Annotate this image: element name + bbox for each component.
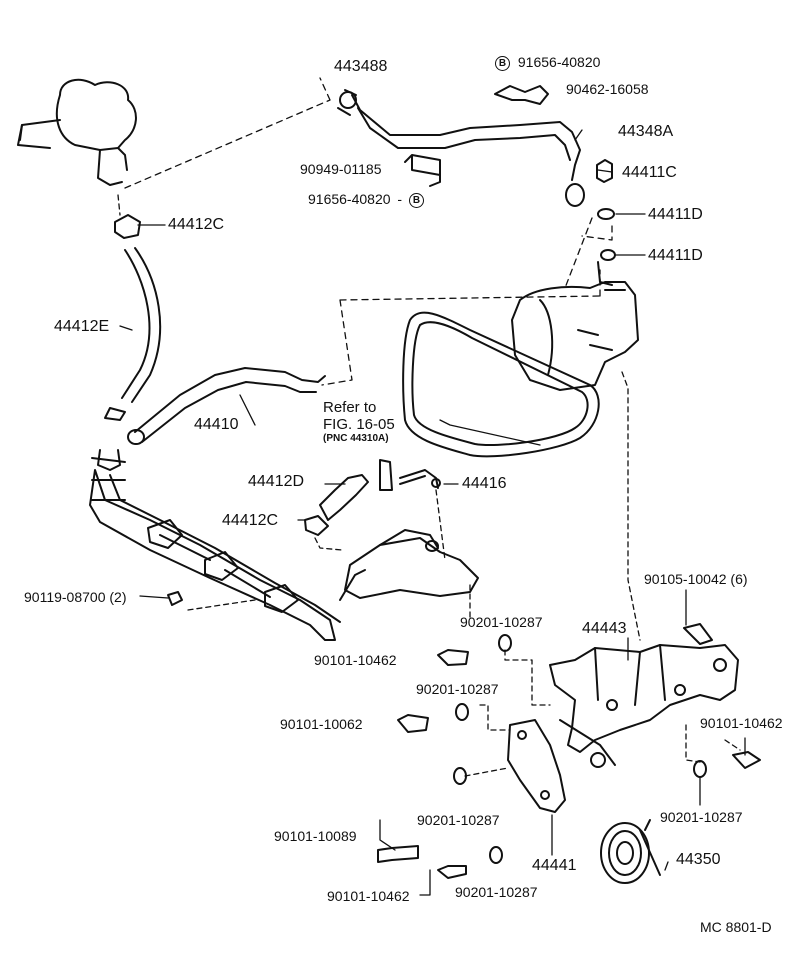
label-90119: 90119-08700 (2)	[24, 589, 127, 605]
ref-note-line2: FIG. 16-05	[323, 416, 395, 433]
label-44412E: 44412E	[54, 318, 110, 335]
label-44443: 44443	[582, 620, 627, 637]
label-90101-10462-a: 90101-10462	[314, 652, 397, 668]
ref-note-line1: Refer to	[323, 399, 377, 416]
leader-lines	[119, 129, 746, 896]
label-44411D-1: 44411D	[648, 206, 703, 223]
label-91656-mid-text: 91656-40820	[308, 191, 391, 207]
hose-clip	[494, 85, 549, 105]
label-90201-e: 90201-10287	[455, 884, 538, 900]
pressure-line	[89, 367, 341, 641]
label-90101-10089: 90101-10089	[274, 828, 357, 844]
bolt-90119	[167, 591, 183, 606]
label-44411D-2: 44411D	[648, 247, 703, 264]
label-90462: 90462-16058	[566, 81, 649, 97]
return-hose	[337, 89, 585, 207]
small-hoses	[304, 459, 446, 561]
ref-line-gear	[187, 584, 471, 621]
adjusting-bracket	[507, 719, 566, 813]
label-44350: 44350	[676, 851, 721, 868]
label-90949: 90949-01185	[300, 161, 382, 177]
fasteners	[377, 623, 761, 879]
label-90201-d: 90201-10287	[660, 809, 743, 825]
suction-hose	[114, 194, 162, 403]
v-belt	[402, 311, 600, 458]
label-90201-c: 90201-10287	[417, 812, 500, 828]
label-443488: 443488	[334, 58, 388, 75]
label-91656-mid: 91656-40820 - B	[308, 192, 424, 208]
label-91656-top-text: 91656-40820	[517, 54, 601, 70]
label-90201-b: 90201-10287	[416, 681, 499, 697]
label-44412C-top: 44412C	[168, 216, 225, 233]
diagram-code: MC 8801-D	[700, 919, 772, 935]
label-44416: 44416	[462, 475, 507, 492]
label-44411C: 44411C	[622, 164, 677, 181]
label-44412D: 44412D	[248, 473, 305, 490]
label-90201-a: 90201-10287	[460, 614, 543, 630]
label-90101-10062: 90101-10062	[280, 716, 363, 732]
pump-bracket	[549, 644, 739, 768]
label-90101-10462-c: 90101-10462	[327, 888, 410, 904]
bolt-b-marker: B	[495, 55, 510, 71]
label-90101-10462-b: 90101-10462	[700, 715, 783, 731]
ref-note-line3: (PNC 44310A)	[323, 433, 389, 444]
label-90105: 90105-10042 (6)	[644, 571, 748, 587]
label-44410: 44410	[194, 416, 239, 433]
idler-pulley	[600, 819, 661, 884]
hose-bracket	[404, 154, 441, 187]
label-44412C-mid: 44412C	[222, 512, 279, 529]
ref-lines-bracket	[464, 371, 741, 777]
bolt-b-marker-2: B	[408, 192, 424, 208]
label-91656-top: B 91656-40820	[495, 55, 600, 71]
ref-line-reservoir	[124, 77, 331, 189]
ref-line-pump	[321, 217, 613, 386]
label-44441: 44441	[532, 857, 577, 874]
reservoir	[17, 78, 137, 186]
label-44348A: 44348A	[618, 123, 674, 140]
steering-gear	[339, 529, 479, 601]
